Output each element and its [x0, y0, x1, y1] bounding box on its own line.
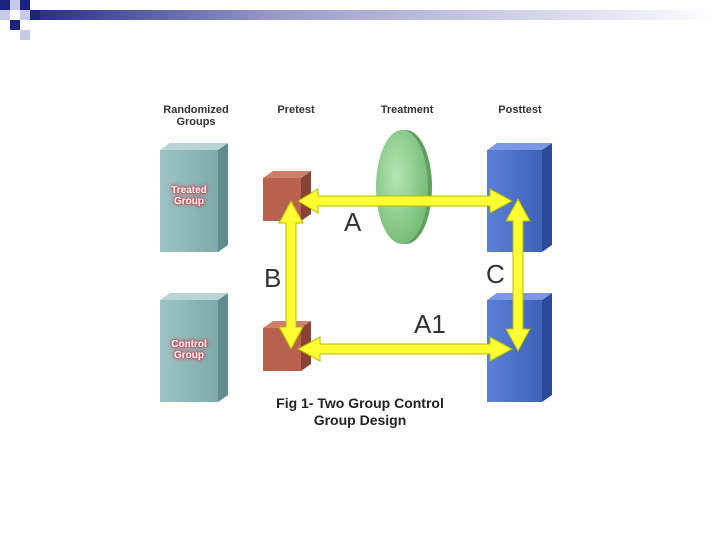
header-treatment: Treatment: [380, 104, 434, 116]
treatment-lens: [376, 130, 432, 244]
arrow-a1: [296, 336, 514, 362]
corner-square-icon: [20, 10, 30, 20]
header-posttest: Posttest: [498, 104, 542, 116]
corner-square-icon: [20, 0, 30, 10]
arrow-a: [297, 188, 514, 214]
diagram-graphics: [160, 130, 552, 402]
header-gradient-bar: [40, 10, 720, 20]
corner-square-icon: [10, 20, 20, 30]
arrow-label-a: A: [344, 207, 362, 237]
figure-caption: Fig 1- Two Group Control Group Design: [250, 395, 470, 429]
two-group-design-diagram: Randomized Groups Pretest Treatment Post…: [140, 95, 580, 445]
arrow-b: [278, 199, 304, 351]
arrow-label-b: B: [264, 263, 282, 293]
arrow-label-c: C: [486, 259, 505, 289]
corner-square-icon: [0, 10, 10, 20]
arrow-c: [505, 197, 531, 353]
corner-square-icon: [0, 0, 10, 10]
treated-group-label: Treated Group: [171, 185, 207, 207]
treated-group-box: [160, 143, 228, 252]
corner-square-icon: [10, 0, 20, 10]
control-group-label: Control Group: [171, 339, 207, 361]
corner-square-icon: [30, 10, 40, 20]
figure-caption-line-1: Fig 1- Two Group Control: [276, 395, 444, 411]
arrow-label-a1: A1: [414, 309, 446, 339]
header-randomized-groups: Randomized Groups: [163, 104, 229, 128]
figure-caption-line-2: Group Design: [313, 412, 407, 428]
corner-square-icon: [20, 30, 30, 40]
control-group-box: [160, 293, 228, 402]
header-pretest: Pretest: [277, 104, 315, 116]
slide-header-decoration: [0, 0, 720, 40]
